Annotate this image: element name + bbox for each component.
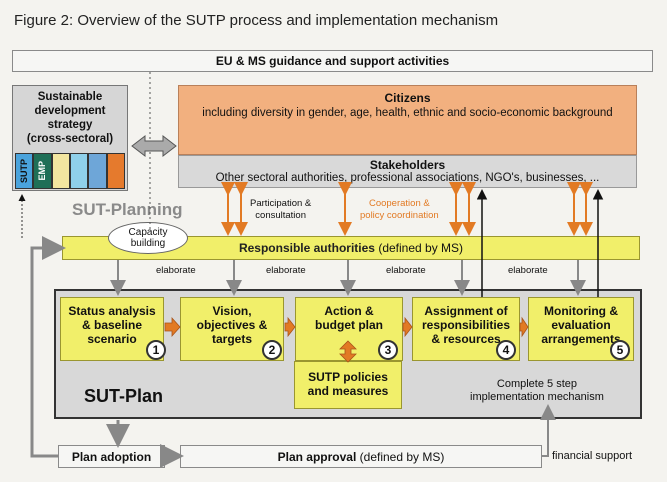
plan-approval-box: Plan approval (defined by MS) [180, 445, 542, 468]
strategy-tab-4 [69, 153, 89, 189]
stakeholders-title: Stakeholders [369, 158, 446, 172]
participation-label: Participation & consultation [250, 198, 312, 221]
sutp-policies-box: SUTP policies and measures [294, 361, 402, 409]
step-number-5: 5 [610, 340, 630, 360]
strategy-tab-6 [106, 153, 125, 189]
step-number-3: 3 [378, 340, 398, 360]
step-number-4: 4 [496, 340, 516, 360]
responsible-authorities-label: Responsible authorities [238, 241, 375, 255]
strategy-tab-emp: EMP [33, 153, 52, 189]
complete-mechanism-label: Complete 5 step implementation mechanism [470, 378, 604, 403]
strategy-line3: strategy [47, 119, 93, 131]
sustainable-strategy-box: Sustainable development strategy (cross-… [12, 85, 128, 191]
cooperation-label: Cooperation & policy coordination [360, 198, 439, 221]
elaborate-label-1: elaborate [156, 265, 196, 276]
strategy-tab-3 [51, 153, 70, 189]
strategy-line1: Sustainable [37, 91, 103, 103]
strategy-line4: (cross-sectoral) [26, 133, 114, 145]
responsible-authorities-note: (defined by MS) [374, 241, 464, 255]
eu-ms-guidance-box: EU & MS guidance and support activities [12, 50, 653, 72]
step-number-1: 1 [146, 340, 166, 360]
citizens-box: Citizens including diversity in gender, … [178, 85, 637, 155]
stakeholders-box: Stakeholders Other sectoral authorities,… [178, 155, 637, 188]
strategy-tab-5 [88, 153, 107, 189]
citizens-subtitle: including diversity in gender, age, heal… [202, 107, 613, 119]
capacity-building-ellipse: Capacity building [108, 222, 188, 254]
figure-title: Figure 2: Overview of the SUTP process a… [14, 12, 499, 29]
step-number-2: 2 [262, 340, 282, 360]
elaborate-label-4: elaborate [508, 265, 548, 276]
sut-planning-label: SUT-Planning [72, 200, 183, 219]
stakeholders-subtitle: Other sectoral authorities, professional… [215, 172, 600, 184]
strategy-line2: development [34, 105, 106, 117]
elaborate-label-2: elaborate [266, 265, 306, 276]
strategy-tab-sutp: SUTP [15, 153, 34, 189]
citizens-title: Citizens [384, 91, 431, 105]
financial-support-label: financial support [552, 450, 633, 462]
sut-plan-label: SUT-Plan [84, 386, 164, 406]
elaborate-label-3: elaborate [386, 265, 426, 276]
eu-ms-guidance-label: EU & MS guidance and support activities [215, 54, 450, 68]
